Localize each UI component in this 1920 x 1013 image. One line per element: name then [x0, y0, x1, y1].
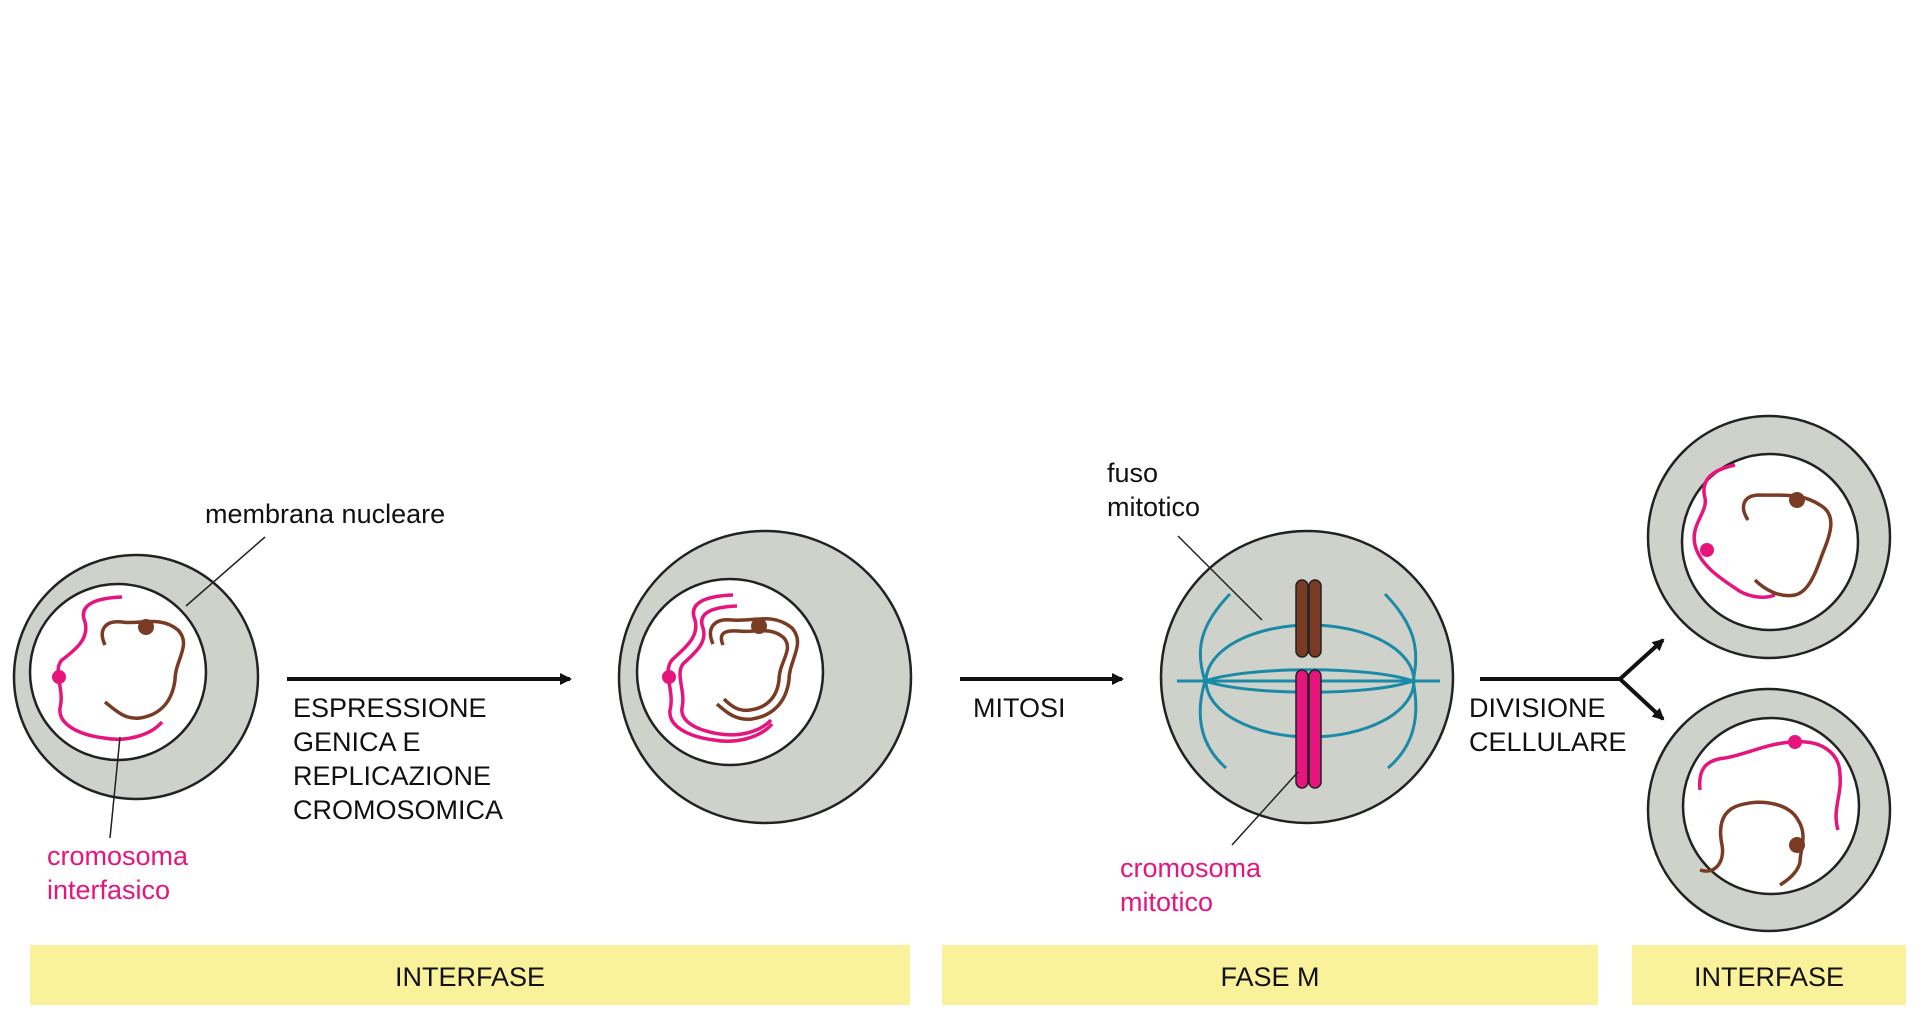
centromere-brown [751, 618, 767, 634]
label-step3-line2: CELLULARE [1469, 727, 1627, 757]
label-step1-line1: ESPRESSIONE [293, 693, 487, 723]
phase-label: INTERFASE [1694, 962, 1844, 992]
phase-label: INTERFASE [395, 962, 545, 992]
label-interphase-chromosome-2: interfasico [47, 875, 170, 905]
cell-interphase-1 [14, 555, 258, 799]
centromere-pink [1700, 543, 1714, 557]
phase-bar-m-phase: FASE M [942, 945, 1598, 1005]
mitotic-chromosome-brown [1296, 580, 1321, 657]
centromere-brown [1789, 492, 1805, 508]
daughter-cell-top [1648, 416, 1890, 658]
label-step1-line2: GENICA E [293, 727, 421, 757]
label-interphase-chromosome-1: cromosoma [47, 841, 189, 871]
centromere-brown [138, 619, 154, 635]
phase-label: FASE M [1220, 962, 1319, 992]
label-step2: MITOSI [973, 693, 1066, 723]
label-step1-line3: REPLICAZIONE [293, 761, 491, 791]
cell-m-phase [1161, 531, 1453, 823]
centromere-pink [662, 670, 676, 684]
cell-interphase-2 [619, 531, 911, 823]
daughter-cell-bottom [1648, 689, 1890, 931]
label-mitotic-chromosome-1: cromosoma [1120, 853, 1262, 883]
centromere-pink [52, 670, 66, 684]
label-spindle-2: mitotico [1107, 492, 1200, 522]
label-nuclear-membrane: membrana nucleare [205, 499, 445, 529]
phase-bar-interphase-2: INTERFASE [1632, 945, 1906, 1005]
centromere-brown [1789, 837, 1805, 853]
label-mitotic-chromosome-2: mitotico [1120, 887, 1213, 917]
label-step3-line1: DIVISIONE [1469, 693, 1606, 723]
label-spindle-1: fuso [1107, 458, 1158, 488]
centromere-pink [1788, 735, 1802, 749]
phase-bar-interphase-1: INTERFASE [30, 945, 910, 1005]
label-step1-line4: CROMOSOMICA [293, 795, 503, 825]
mitotic-chromosome-pink [1296, 670, 1321, 788]
